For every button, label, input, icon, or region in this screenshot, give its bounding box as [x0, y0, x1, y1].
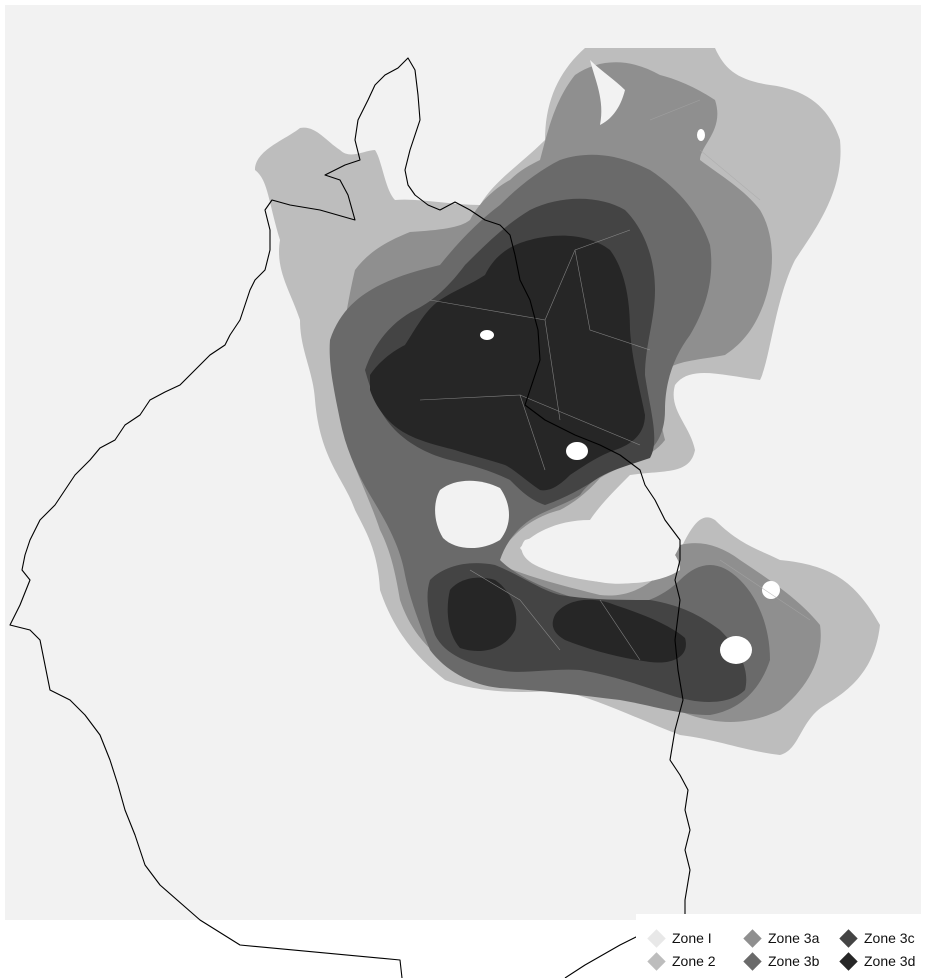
southern-boundary [564, 929, 651, 978]
boundary-lines [9, 57, 691, 978]
legend-item-zone-3a: Zone 3a [743, 928, 840, 948]
legend-label-zone-3b: Zone 3b [768, 953, 820, 969]
unzoned-holes [435, 60, 680, 584]
legend-label-zone-3a: Zone 3a [768, 930, 820, 946]
zone-1-diamond-icon [647, 928, 666, 948]
white-voids [480, 129, 780, 664]
legend-label-zone-1: Zone I [672, 930, 712, 946]
western-boundary [9, 57, 691, 978]
zone-2-diamond-icon [647, 951, 666, 971]
district-lines [419, 99, 811, 661]
zone-3d-region [370, 235, 686, 663]
zone-3a-diamond-icon [743, 928, 762, 948]
legend-item-zone-3d: Zone 3d [839, 951, 926, 971]
zone-3b-diamond-icon [743, 951, 762, 971]
legend-item-zone-3b: Zone 3b [743, 951, 840, 971]
legend-grid: Zone I Zone 3a Zone 3c Zone 2 Zone 3b Zo… [647, 928, 926, 971]
map-legend: Zone I Zone 3a Zone 3c Zone 2 Zone 3b Zo… [636, 914, 926, 978]
legend-item-zone-1: Zone I [647, 928, 744, 948]
legend-item-zone-2: Zone 2 [647, 951, 744, 971]
zone-3c-diamond-icon [839, 928, 858, 948]
legend-label-zone-3d: Zone 3d [864, 953, 916, 969]
legend-label-zone-2: Zone 2 [672, 953, 716, 969]
zone-3d-diamond-icon [839, 951, 858, 971]
legend-item-zone-3c: Zone 3c [839, 928, 926, 948]
legend-label-zone-3c: Zone 3c [864, 930, 915, 946]
